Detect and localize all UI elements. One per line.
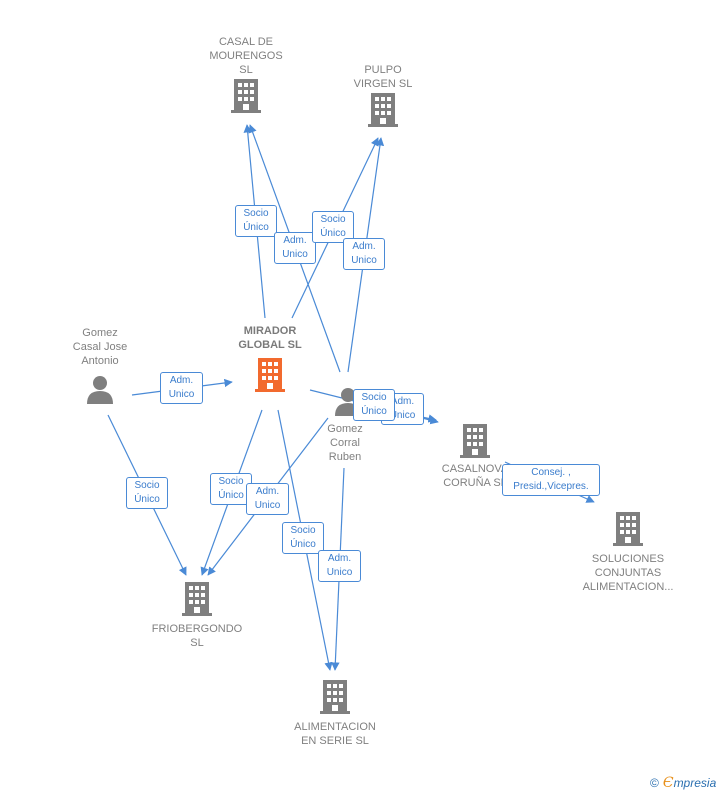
brand-name: mpresia [673,776,717,790]
node-label: CASAL DE MOURENGOS SL [209,36,283,76]
node-alimentacion[interactable]: ALIMENTACION EN SERIE SL [280,678,390,748]
edge-label-socio-unico[interactable]: Socio Único [312,211,354,243]
person-icon [87,376,113,404]
building-icon [368,93,398,127]
edge-label-adm-unico[interactable]: Adm. Unico [343,238,385,270]
node-friobergondo[interactable]: FRIOBERGONDO SL [142,580,252,650]
building-icon [320,680,350,714]
node-label: ALIMENTACION EN SERIE SL [294,721,376,747]
node-gomez-casal[interactable]: Gomez Casal Jose Antonio [55,326,145,404]
building-icon [182,582,212,616]
building-icon [460,424,490,458]
edge-label-adm-unico[interactable]: Adm. Unico [274,232,316,264]
edge-label-socio-unico[interactable]: Socio Único [126,477,168,509]
brand-e-glyph: Є [662,775,674,791]
node-casal-de-mourengos[interactable]: CASAL DE MOURENGOS SL [196,35,296,113]
edge-label-socio-unico[interactable]: Socio Único [210,473,252,505]
node-label: Gomez Corral Ruben [327,423,363,463]
node-label: FRIOBERGONDO SL [151,623,243,649]
node-label: Gomez Casal Jose Antonio [72,327,128,367]
node-label: PULPO VIRGEN SL [353,64,413,90]
edge-label-consej-presid-vicepres[interactable]: Consej. , Presid.,Vicepres. [502,464,600,496]
node-soluciones[interactable]: SOLUCIONES CONJUNTAS ALIMENTACION... [573,510,683,594]
building-icon-focus [255,358,285,392]
edge-label-adm-unico[interactable]: Adm. Unico [318,550,361,582]
copyright-symbol: © [650,776,659,790]
building-icon [231,79,261,113]
edge-label-adm-unico[interactable]: Adm. Unico [246,483,289,515]
edge-label-socio-unico[interactable]: Socio Único [282,522,324,554]
building-icon [613,512,643,546]
edge-label-socio-unico[interactable]: Socio Único [235,205,277,237]
node-mirador-global[interactable]: MIRADOR GLOBAL SL [220,324,320,392]
edge-label-adm-unico[interactable]: Adm. Unico [160,372,203,404]
node-label: CASALNOVA CORUÑA SL [441,463,509,489]
node-casalnova[interactable]: CASALNOVA CORUÑA SL [425,422,525,490]
node-label: SOLUCIONES CONJUNTAS ALIMENTACION... [582,553,674,593]
node-label: MIRADOR GLOBAL SL [238,325,302,351]
empresia-logo: ©Єmpresia [650,775,716,791]
edge-label-socio-unico[interactable]: Socio Único [353,389,395,421]
node-pulpo-virgen[interactable]: PULPO VIRGEN SL [333,63,433,127]
